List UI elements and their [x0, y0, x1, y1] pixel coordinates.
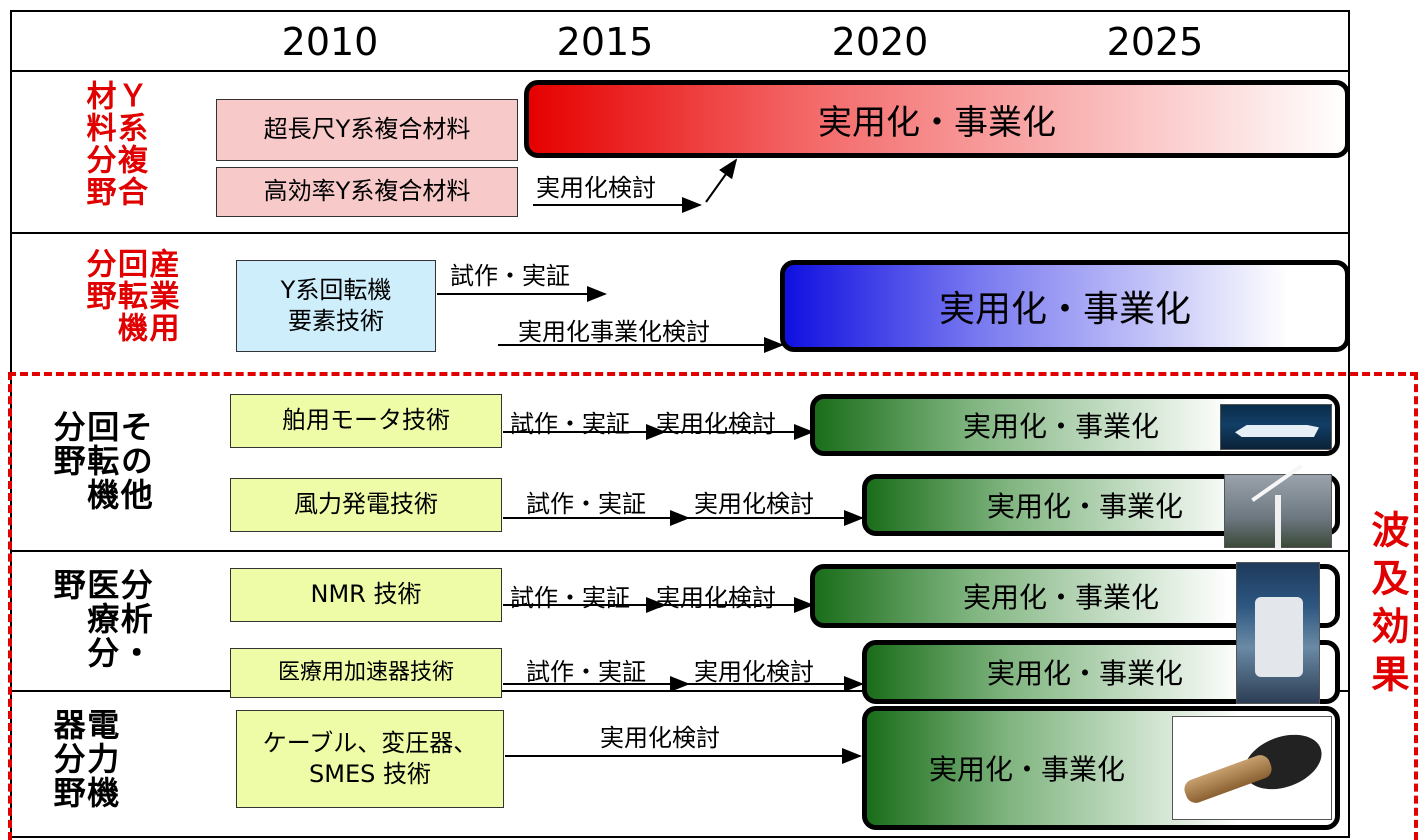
phase-label: 試作・実証: [510, 410, 630, 438]
ripple-effect-region: [8, 372, 1418, 840]
commercialization-bar: 実用化・事業化: [780, 260, 1350, 352]
nmr-device-photo: [1236, 562, 1320, 704]
phase-label: 実用化検討: [536, 174, 656, 202]
tech-box-label: 医療用加速器技術: [277, 659, 454, 685]
year-label: 2025: [1106, 20, 1204, 64]
ship-hull-shape: [1235, 425, 1319, 437]
bar-label: 実用化・事業化: [963, 581, 1160, 614]
row-divider: [10, 550, 1350, 552]
year-label: 2020: [831, 20, 929, 64]
tech-box-y-rotating: Y系回転機 要素技術: [236, 260, 436, 352]
tech-box-ultra-long-y: 超長尺Y系複合材料: [216, 99, 518, 161]
tech-box-label: SMES 技術: [309, 760, 431, 788]
phase-label: 試作・実証: [526, 658, 646, 686]
ship-photo: [1220, 404, 1332, 450]
tech-box-cable-transformer-smes: ケーブル、変圧器、 SMES 技術: [236, 710, 504, 808]
phase-label: 実用化検討: [656, 410, 776, 438]
section-label-power-equipment: 電力機器分野: [48, 708, 121, 810]
year-label: 2015: [556, 20, 654, 64]
section-label-y-composite: Ｙ系複合材料分野: [80, 80, 148, 208]
tech-box-label: 高効率Y系複合材料: [263, 177, 471, 206]
tech-box-label: Y系回転機: [280, 275, 392, 304]
bar-label: 実用化・事業化: [987, 490, 1184, 523]
tech-box-marine-motor: 舶用モータ技術: [230, 394, 502, 448]
tech-box-high-eff-y: 高効率Y系複合材料: [216, 167, 518, 217]
bar-label: 実用化・事業化: [963, 410, 1160, 443]
turbine-tower-shape: [1275, 495, 1281, 549]
phase-label: 試作・実証: [450, 262, 570, 290]
section-label-industrial-rotating: 産業用回転機分野: [80, 248, 179, 344]
tech-box-nmr: NMR 技術: [230, 568, 502, 622]
tech-box-label: 超長尺Y系複合材料: [263, 115, 471, 144]
tech-box-label: 舶用モータ技術: [282, 406, 450, 435]
tech-box-label: NMR 技術: [310, 580, 422, 609]
tech-box-wind-power: 風力発電技術: [230, 478, 502, 532]
phase-label: 実用化事業化検討: [518, 318, 710, 346]
bar-label: 実用化・事業化: [929, 753, 1126, 786]
row-divider: [10, 232, 1350, 234]
phase-label: 実用化検討: [694, 658, 814, 686]
tech-box-label: 風力発電技術: [294, 490, 438, 519]
cable-photo: [1172, 716, 1332, 820]
bar-label: 実用化・事業化: [987, 657, 1184, 690]
tech-box-medical-accelerator: 医療用加速器技術: [230, 648, 502, 698]
phase-label: 実用化検討: [656, 584, 776, 612]
bar-label: 実用化・事業化: [818, 102, 1056, 143]
nmr-magnet-shape: [1255, 597, 1303, 677]
tech-box-label: ケーブル、変圧器、: [262, 728, 478, 757]
phase-label: 試作・実証: [526, 490, 646, 518]
phase-label: 実用化検討: [600, 724, 720, 752]
arrow: [705, 158, 738, 203]
bar-label: 実用化・事業化: [938, 289, 1191, 330]
ripple-effect-label: 波及効果: [1365, 510, 1409, 702]
year-label: 2010: [281, 20, 379, 64]
commercialization-bar: 実用化・事業化: [524, 80, 1350, 158]
tech-box-label: 要素技術: [288, 307, 384, 335]
phase-label: 実用化検討: [694, 490, 814, 518]
header-divider: [10, 70, 1350, 72]
section-label-analysis-medical: 分析・医療分野: [48, 568, 154, 670]
wind-turbine-photo: [1224, 464, 1332, 549]
section-label-other-rotating: その他回転機分野: [48, 410, 154, 512]
phase-label: 試作・実証: [510, 584, 630, 612]
